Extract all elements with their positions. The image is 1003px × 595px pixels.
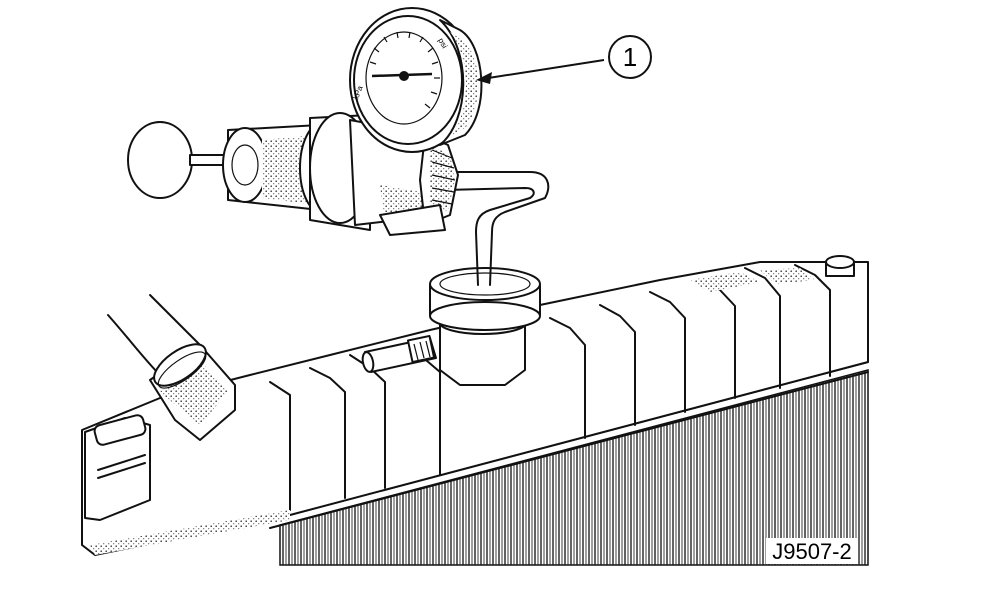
- callout-1-number: 1: [623, 42, 637, 72]
- callout-leader: [476, 59, 605, 84]
- filler-neck-adapter: [361, 267, 541, 386]
- gauge-dial-ticks: [369, 31, 440, 109]
- pressure-gauge: kPa psi: [349, 7, 483, 153]
- tester-hose: [444, 171, 550, 286]
- callout-1: 1: [608, 35, 652, 79]
- upper-radiator-hose: [107, 294, 236, 441]
- radiator-upper-tank: [81, 255, 869, 556]
- figure-id: J9507-2: [772, 539, 852, 564]
